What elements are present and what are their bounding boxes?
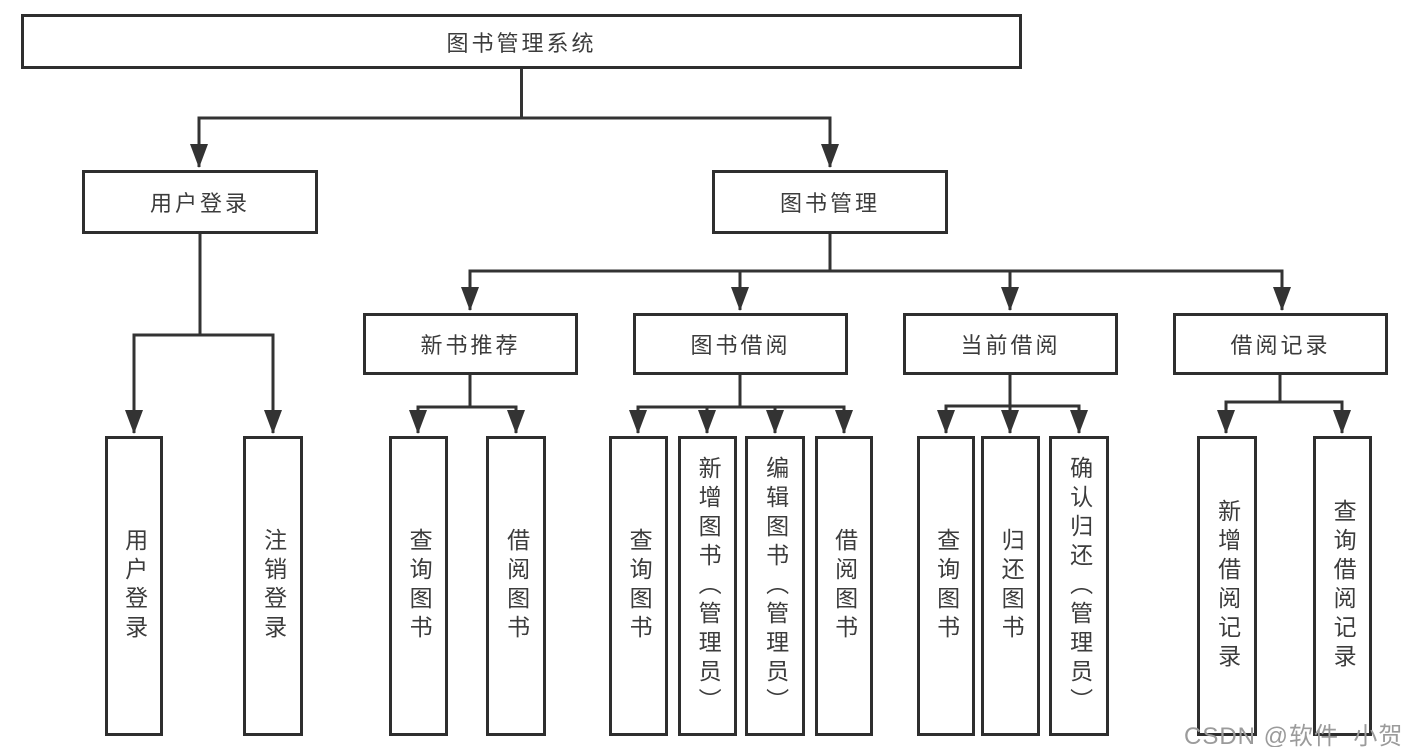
node-new-book-recommend: 新书推荐 (363, 313, 578, 375)
node-library-management-system-label: 图书管理系统 (446, 30, 597, 56)
leaf-current-confirm-return-admin: 确认归还（管理员） (1049, 436, 1109, 736)
leaf-user-login: 用户登录 (105, 436, 163, 736)
leaf-logout: 注销登录 (243, 436, 303, 736)
leaf-borrowing-add-books-admin-label: 新增图书（管理员） (695, 455, 722, 717)
node-user-login: 用户登录 (82, 170, 318, 234)
leaf-borrowing-query-books-label: 查询图书 (626, 528, 653, 644)
node-user-login-label: 用户登录 (149, 191, 250, 216)
leaf-newbook-borrow-books-label: 借阅图书 (503, 528, 530, 644)
node-book-management: 图书管理 (712, 170, 948, 234)
leaf-records-query-record: 查询借阅记录 (1313, 436, 1372, 736)
node-book-management-label: 图书管理 (779, 191, 880, 216)
node-library-management-system: 图书管理系统 (21, 14, 1022, 69)
leaf-records-add-record-label: 新增借阅记录 (1214, 499, 1241, 673)
node-borrow-records: 借阅记录 (1173, 313, 1388, 375)
node-current-borrowing: 当前借阅 (903, 313, 1118, 375)
node-new-book-recommend-label: 新书推荐 (420, 333, 521, 358)
leaf-current-query-books: 查询图书 (917, 436, 975, 736)
leaf-user-login-label: 用户登录 (121, 528, 148, 644)
node-book-borrowing-label: 图书借阅 (690, 333, 791, 358)
leaf-newbook-query-books-label: 查询图书 (406, 528, 433, 644)
leaf-borrowing-borrow-books: 借阅图书 (815, 436, 873, 736)
node-borrow-records-label: 借阅记录 (1230, 333, 1331, 358)
leaf-current-query-books-label: 查询图书 (933, 528, 960, 644)
leaf-borrowing-borrow-books-label: 借阅图书 (831, 528, 858, 644)
node-book-borrowing: 图书借阅 (633, 313, 848, 375)
leaf-newbook-query-books: 查询图书 (389, 436, 448, 736)
leaf-current-return-books: 归还图书 (981, 436, 1040, 736)
leaf-current-return-books-label: 归还图书 (998, 528, 1025, 644)
leaf-records-query-record-label: 查询借阅记录 (1330, 499, 1357, 673)
leaf-records-add-record: 新增借阅记录 (1197, 436, 1257, 736)
leaf-borrowing-query-books: 查询图书 (609, 436, 668, 736)
leaf-borrowing-add-books-admin: 新增图书（管理员） (678, 436, 737, 736)
csdn-watermark: CSDN @软件_小贺同学 (1184, 723, 1405, 747)
node-current-borrowing-label: 当前借阅 (960, 333, 1061, 358)
connector-group (125, 67, 1351, 434)
leaf-borrowing-edit-books-admin: 编辑图书（管理员） (745, 436, 805, 736)
leaf-logout-label: 注销登录 (260, 528, 287, 644)
leaf-borrowing-edit-books-admin-label: 编辑图书（管理员） (762, 455, 789, 717)
leaf-newbook-borrow-books: 借阅图书 (486, 436, 546, 736)
leaf-current-confirm-return-admin-label: 确认归还（管理员） (1066, 455, 1093, 717)
